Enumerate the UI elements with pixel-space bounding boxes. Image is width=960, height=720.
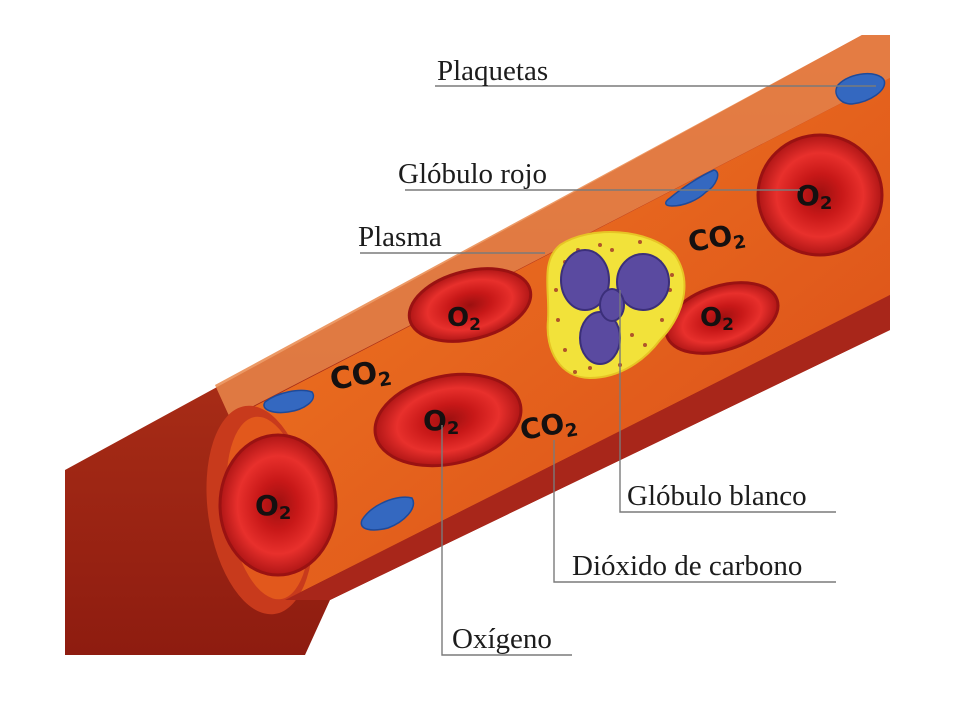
labels: Plaquetas Glóbulo rojo Plasma Glóbulo bl… [358, 55, 807, 655]
leader-dioxido [553, 440, 836, 583]
leader-globulo-blanco [619, 290, 836, 513]
leader-lines [360, 85, 876, 656]
red-cell [373, 372, 523, 468]
co2-marker: CO2 [517, 405, 579, 450]
red-cell [756, 133, 884, 257]
label-dioxido: Dióxido de carbono [572, 550, 802, 582]
o2-marker: O2 [447, 303, 481, 335]
leader-oxigeno [441, 425, 572, 656]
label-plaquetas: Plaquetas [437, 55, 548, 87]
co2-markers: CO2 CO2 CO2 [327, 217, 747, 450]
white-blood-cell [546, 231, 686, 380]
oxygen-markers: O2 O2 O2 O2 O2 [255, 179, 832, 524]
o2-marker: O2 [423, 404, 459, 439]
red-cell [664, 281, 780, 355]
red-cell [218, 433, 338, 577]
platelet [360, 496, 415, 531]
platelets [263, 73, 886, 531]
red-blood-cells [218, 133, 884, 577]
platelet [835, 73, 886, 105]
o2-marker: O2 [255, 489, 291, 524]
red-cell [407, 267, 533, 343]
platelet [263, 389, 315, 414]
label-globulo-rojo: Glóbulo rojo [398, 158, 547, 190]
platelet [665, 169, 719, 207]
o2-marker: O2 [796, 179, 832, 214]
co2-marker: CO2 [685, 217, 747, 262]
co2-marker: CO2 [327, 353, 393, 400]
label-globulo-blanco: Glóbulo blanco [627, 480, 807, 512]
o2-marker: O2 [700, 303, 734, 335]
label-plasma: Plasma [358, 221, 442, 253]
label-oxigeno: Oxígeno [452, 623, 552, 655]
